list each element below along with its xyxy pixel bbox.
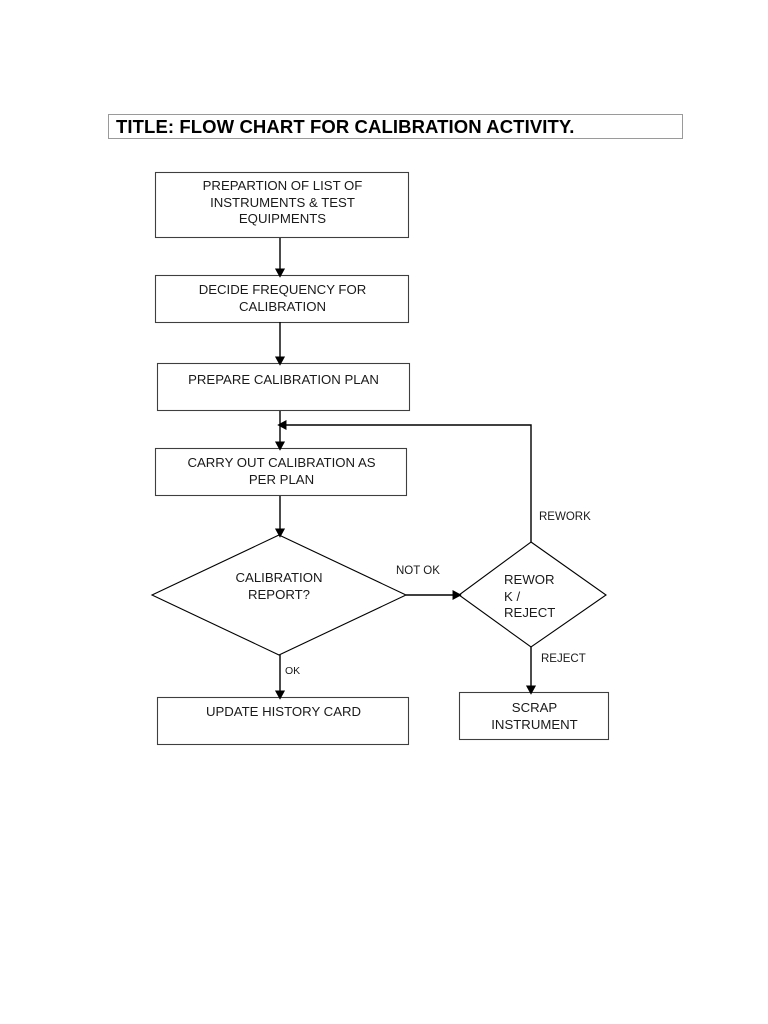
node-decide-frequency bbox=[154, 274, 410, 324]
node-update-history-card-label: UPDATE HISTORY CARD bbox=[205, 704, 362, 719]
edge-label-not-ok: NOT OK bbox=[396, 565, 440, 577]
node-scrap-instrument-label: SCRAP INSTRUMENT bbox=[491, 700, 578, 732]
node-carry-out-calibration-label: CARRY OUT CALIBRATION AS PER PLAN bbox=[187, 455, 376, 487]
node-update-history-card bbox=[156, 696, 410, 746]
node-decide-frequency-label: DECIDE FREQUENCY FOR CALIBRATION bbox=[198, 282, 367, 314]
node-rework-reject-decision bbox=[458, 541, 607, 648]
edge-label-rework: REWORK bbox=[539, 511, 591, 523]
node-scrap-instrument bbox=[458, 691, 610, 741]
node-calibration-report-label: CALIBRATION REPORT? bbox=[235, 570, 323, 602]
edge-label-reject: REJECT bbox=[541, 653, 586, 665]
title-banner: TITLE: FLOW CHART FOR CALIBRATION ACTIVI… bbox=[108, 114, 683, 139]
page-title: TITLE: FLOW CHART FOR CALIBRATION ACTIVI… bbox=[116, 115, 575, 137]
edge-d2-rework-loop bbox=[277, 419, 532, 542]
node-calibration-report-decision bbox=[150, 534, 408, 656]
edge-label-ok: OK bbox=[285, 665, 301, 677]
node-prepare-plan-label: PREPARE CALIBRATION PLAN bbox=[188, 372, 379, 387]
node-preparation-of-list bbox=[154, 171, 410, 239]
node-prepare-plan bbox=[156, 362, 411, 412]
node-preparation-of-list-label: PREPARTION OF LIST OF INSTRUMENTS & TEST… bbox=[202, 178, 363, 226]
node-rework-reject-label: REWOR K / REJECT bbox=[504, 572, 556, 620]
node-carry-out-calibration bbox=[154, 447, 408, 497]
